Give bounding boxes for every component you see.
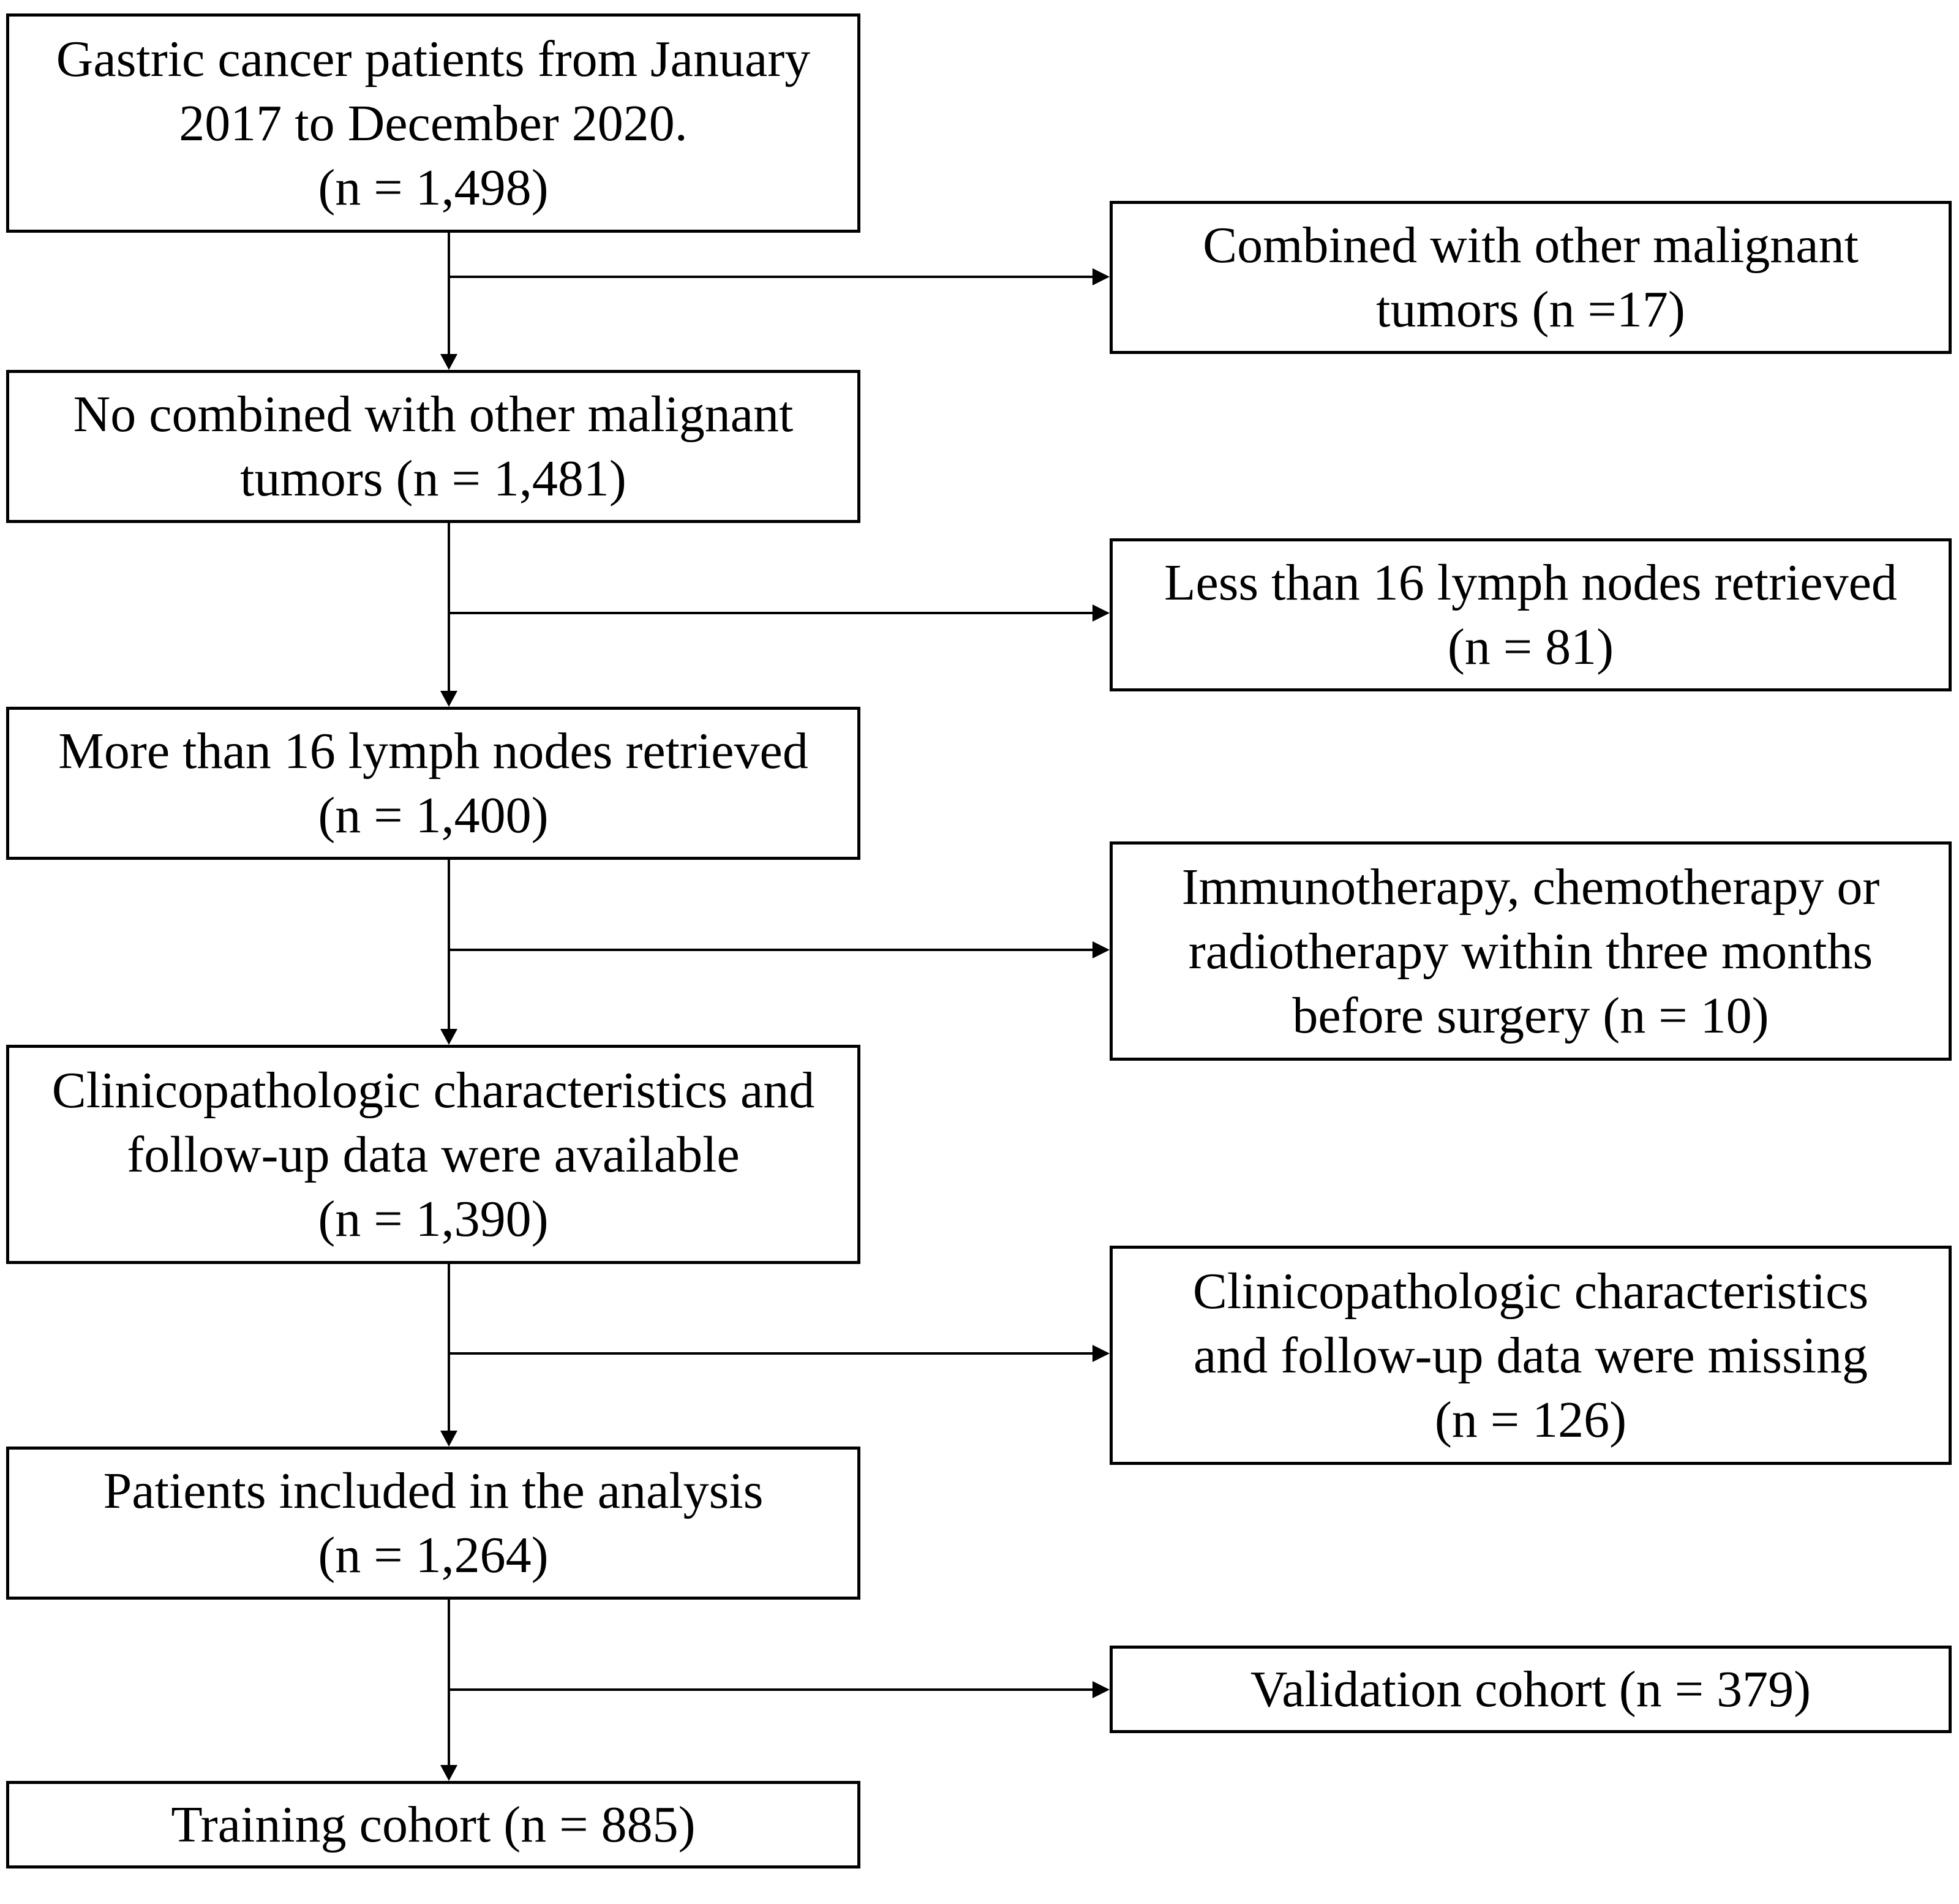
step-5-line-1: Patients included in the analysis bbox=[103, 1462, 764, 1519]
side-3-line-1: Immunotherapy, chemotherapy or bbox=[1181, 858, 1880, 916]
side-3-line-3: before surgery (n = 10) bbox=[1292, 987, 1769, 1044]
exclusion-box-prior-therapy: Immunotherapy, chemotherapy or radiother… bbox=[1110, 841, 1952, 1061]
step-box-no-other-tumors: No combined with other malignant tumors … bbox=[6, 370, 860, 523]
side-4-line-2: and follow-up data were missing bbox=[1193, 1326, 1868, 1384]
step-5-line-2: (n = 1,264) bbox=[318, 1527, 549, 1584]
side-2-line-2: (n = 81) bbox=[1447, 619, 1614, 675]
right-arrowhead-3 bbox=[1092, 941, 1110, 958]
side-4-line-3: (n = 126) bbox=[1434, 1391, 1627, 1448]
side-1-line-2: tumors (n =17) bbox=[1376, 281, 1685, 338]
split-box-validation-cohort: Validation cohort (n = 379) bbox=[1110, 1646, 1952, 1733]
down-arrowhead-2 bbox=[440, 691, 457, 707]
step-box-training-cohort: Training cohort (n = 885) bbox=[6, 1781, 860, 1868]
side-5-line-1: Validation cohort (n = 379) bbox=[1250, 1661, 1811, 1718]
step-1-line-3: (n = 1,498) bbox=[318, 159, 549, 216]
right-arrowhead-2 bbox=[1092, 604, 1110, 622]
side-3-line-2: radiotherapy within three months bbox=[1188, 922, 1873, 980]
step-3-line-1: More than 16 lymph nodes retrieved bbox=[58, 723, 808, 780]
step-1-line-1: Gastric cancer patients from January bbox=[56, 30, 811, 88]
step-1-line-2: 2017 to December 2020. bbox=[179, 94, 688, 152]
exclusion-box-few-lymph-nodes: Less than 16 lymph nodes retrieved (n = … bbox=[1110, 538, 1952, 691]
right-arrowhead-4 bbox=[1092, 1345, 1110, 1362]
step-2-line-2: tumors (n = 1,481) bbox=[240, 450, 626, 507]
down-arrowhead-3 bbox=[440, 1029, 457, 1045]
step-2-line-1: No combined with other malignant bbox=[73, 386, 794, 443]
step-4-line-3: (n = 1,390) bbox=[318, 1190, 549, 1247]
step-6-line-1: Training cohort (n = 885) bbox=[171, 1796, 696, 1853]
step-box-lymph-nodes-retrieved: More than 16 lymph nodes retrieved (n = … bbox=[6, 707, 860, 860]
exclusion-box-missing-data: Clinicopathologic characteristics and fo… bbox=[1110, 1246, 1952, 1465]
side-1-line-1: Combined with other malignant bbox=[1203, 217, 1859, 274]
step-4-line-2: follow-up data were available bbox=[127, 1126, 740, 1183]
side-4-line-1: Clinicopathologic characteristics bbox=[1192, 1262, 1869, 1320]
down-arrowhead-1 bbox=[440, 354, 457, 370]
step-3-line-2: (n = 1,400) bbox=[318, 787, 549, 844]
down-arrowhead-5 bbox=[440, 1765, 457, 1781]
step-box-initial-cohort: Gastric cancer patients from January 201… bbox=[6, 13, 860, 233]
step-box-included-patients: Patients included in the analysis (n = 1… bbox=[6, 1447, 860, 1600]
side-2-line-1: Less than 16 lymph nodes retrieved bbox=[1164, 554, 1897, 611]
right-arrowhead-5 bbox=[1092, 1681, 1110, 1698]
right-arrowhead-1 bbox=[1092, 268, 1110, 285]
step-box-data-available: Clinicopathologic characteristics and fo… bbox=[6, 1045, 860, 1264]
exclusion-box-other-tumors: Combined with other malignant tumors (n … bbox=[1110, 201, 1952, 354]
step-4-line-1: Clinicopathologic characteristics and bbox=[51, 1061, 815, 1119]
down-arrowhead-4 bbox=[440, 1431, 457, 1447]
